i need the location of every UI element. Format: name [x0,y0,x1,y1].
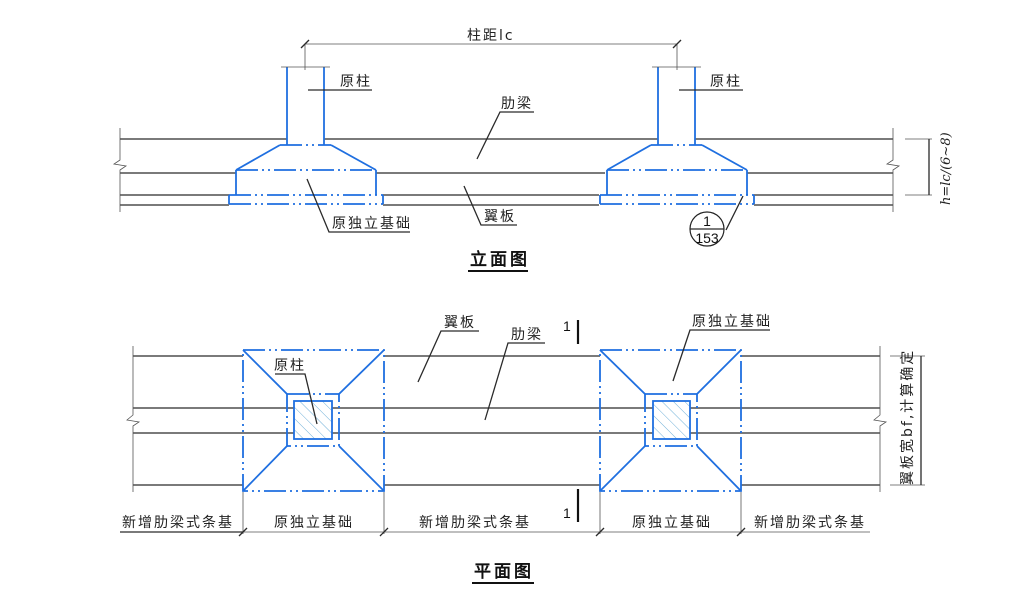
plan-label-isolated-footing: 原独立基础 [692,313,772,330]
column-section-left [293,400,333,440]
segment-label-1: 新增肋梁式条基 [122,514,234,531]
plan-label-rib-beam: 肋梁 [511,327,543,343]
label-column-right: 原柱 [710,74,742,90]
plan-break-left [126,346,141,492]
segment-label-5: 新增肋梁式条基 [754,514,866,531]
seg-tick-1 [238,527,248,537]
width-dimension-label: 翼板宽bf,计算确定 [899,349,916,485]
plan-leader-column [275,373,318,425]
dim-tick-right [672,39,682,49]
height-dimension-label: h=lc/(6~8) [939,132,954,205]
seg-tick-2 [379,527,389,537]
elevation-title: 立面图 [470,249,530,270]
leader-flange [463,185,517,226]
plan-break-right [873,346,888,492]
leader-footing [306,178,410,233]
callout-leader [725,195,744,231]
break-line-right [885,128,901,212]
plan-footing-right [599,349,742,492]
plan-leader-flange [417,330,479,383]
plan-leader-footing [672,329,770,382]
label-rib-beam: 肋梁 [501,96,533,112]
plan-footing-left [242,349,385,492]
break-line-left [112,128,128,212]
plan-label-column: 原柱 [274,358,306,374]
label-flange: 翼板 [484,209,516,225]
plan-title: 平面图 [474,562,534,582]
plan-leader-rib [484,342,545,421]
existing-footing-left [228,66,384,205]
existing-footing-right [599,66,755,205]
plan-label-flange: 翼板 [444,315,476,331]
segment-label-2: 原独立基础 [274,514,354,531]
callout-number: 1 [703,213,711,229]
column-section-right [652,400,691,440]
segment-label-4: 原独立基础 [632,514,712,531]
dim-tick-left [300,39,310,49]
section-mark-top-label: 1 [563,318,571,334]
label-isolated-footing: 原独立基础 [332,215,412,232]
section-mark-bottom-label: 1 [563,505,571,521]
callout-sheet: 153 [695,230,719,246]
elevation-view: 柱距lc [112,28,954,272]
column-spacing-label: 柱距lc [467,28,515,44]
seg-tick-4 [736,527,746,537]
label-column-left: 原柱 [340,74,372,90]
plan-view: 翼板 肋梁 原柱 原独立基础 1 1 翼板宽bf,计算确定 新增肋梁式条基 原独… [120,313,925,584]
seg-tick-3 [595,527,605,537]
segment-label-3: 新增肋梁式条基 [419,514,531,531]
leader-rib-beam [476,111,534,160]
